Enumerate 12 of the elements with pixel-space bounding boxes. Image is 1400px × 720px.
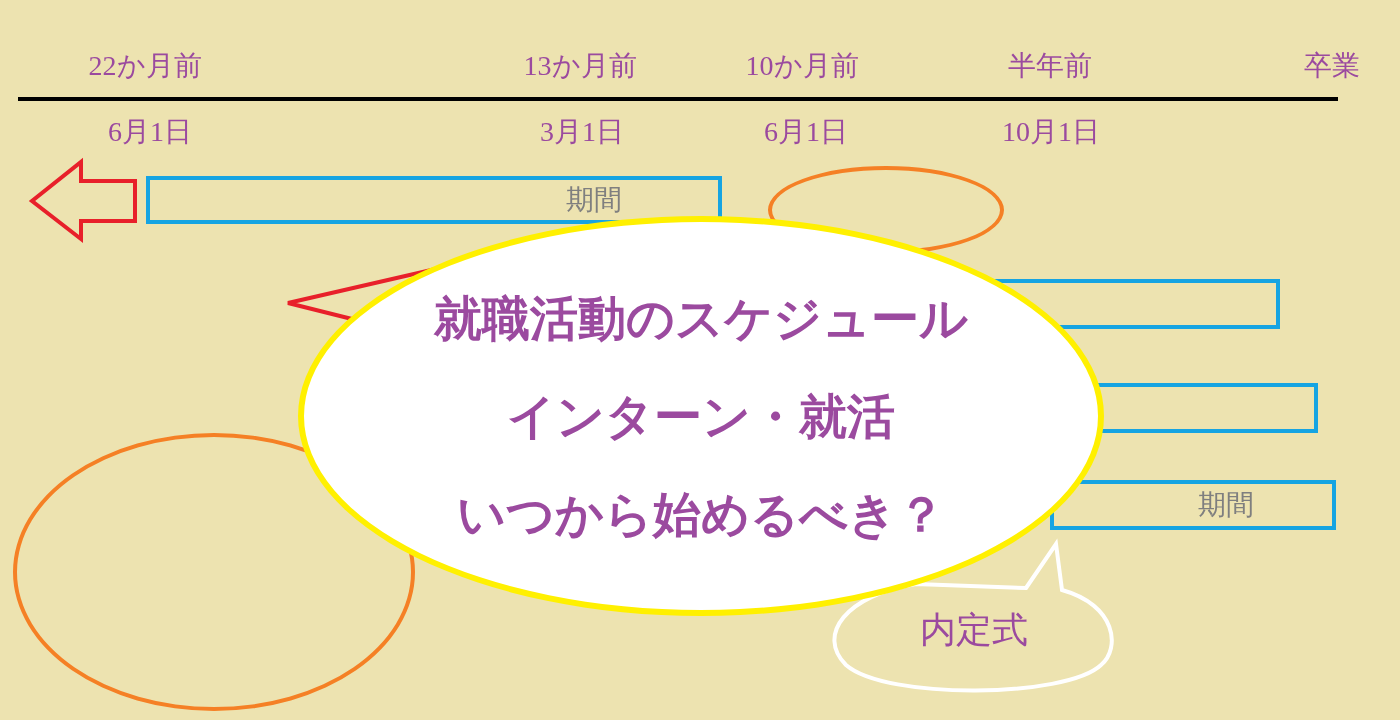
timeline-label: 22か月前	[88, 52, 202, 80]
title-text: いつから始めるべき？	[457, 485, 945, 544]
date-label: 6月1日	[108, 118, 192, 146]
timeline-label: 半年前	[1008, 52, 1092, 80]
date-label: 6月1日	[764, 118, 848, 146]
date-label: 3月1日	[540, 118, 624, 146]
timeline-label: 13か月前	[523, 52, 637, 80]
title-text: 就職活動のスケジュール	[434, 289, 968, 348]
timeline-label: 10か月前	[745, 52, 859, 80]
timeline-label: 卒業	[1304, 52, 1360, 80]
title-text: インターン・就活	[507, 387, 895, 446]
date-label: 10月1日	[1002, 118, 1100, 146]
